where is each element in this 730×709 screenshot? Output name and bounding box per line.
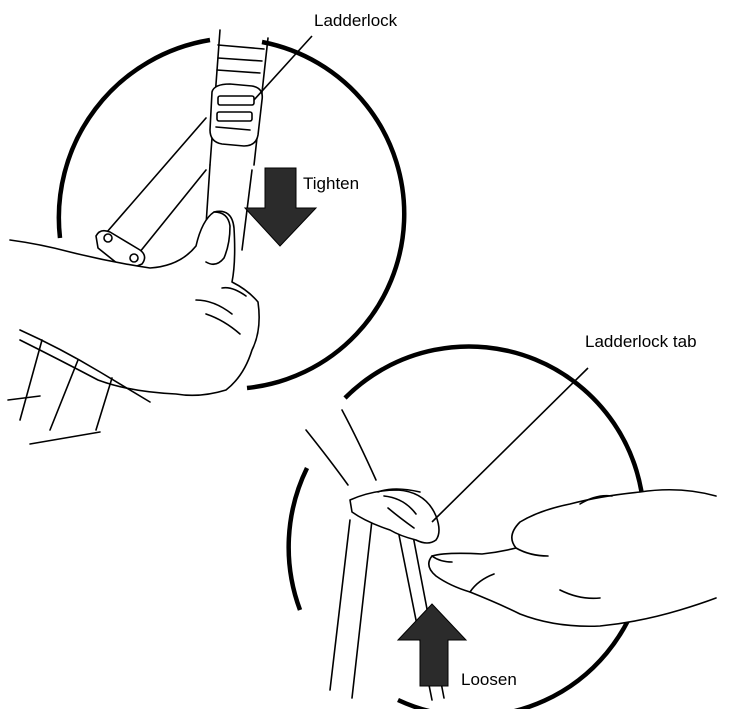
ladderlock-buckle — [210, 84, 262, 146]
tighten-panel — [8, 30, 404, 444]
tightening-hand — [10, 211, 259, 395]
loosen-label: Loosen — [461, 670, 517, 689]
ladderlock-tab-label: Ladderlock tab — [585, 332, 697, 351]
loosen-panel — [289, 346, 716, 709]
ladderlock-tab-leader-line — [432, 368, 588, 522]
ladderlock-tab-buckle — [350, 489, 439, 543]
side-webbing — [96, 118, 206, 269]
loosen-arrow — [398, 604, 466, 686]
tighten-label: Tighten — [303, 174, 359, 193]
loosening-hand — [429, 490, 716, 627]
ladderlock-label: Ladderlock — [314, 11, 398, 30]
